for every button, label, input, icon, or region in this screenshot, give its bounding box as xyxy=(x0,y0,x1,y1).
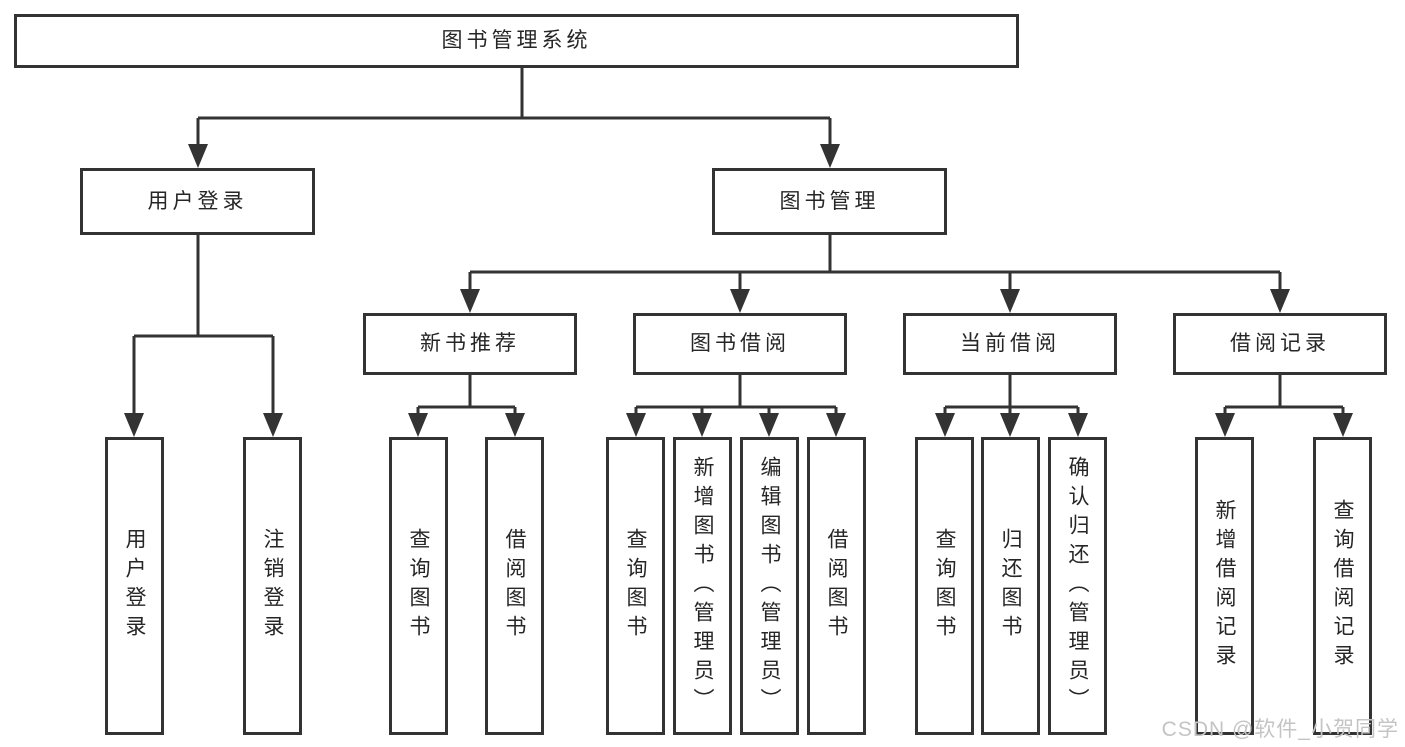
node-records-add-record: 新增借阅记录 xyxy=(1195,437,1254,735)
arrowhead xyxy=(826,413,846,437)
arrowhead xyxy=(935,413,955,437)
edges-book-management xyxy=(460,235,1290,313)
arrowhead xyxy=(626,413,646,437)
arrowhead xyxy=(692,413,712,437)
node-book-management: 图书管理 xyxy=(712,168,947,235)
node-borrow-borrow-books: 借阅图书 xyxy=(807,437,866,735)
edges-new-book xyxy=(408,375,525,437)
edges-root xyxy=(188,68,840,168)
arrowhead xyxy=(759,413,779,437)
edges-user-login xyxy=(124,235,283,437)
arrowhead xyxy=(1333,413,1353,437)
node-current-return-books: 归还图书 xyxy=(981,437,1040,735)
node-newbook-borrow-books: 借阅图书 xyxy=(485,437,544,735)
node-new-book-recommend: 新书推荐 xyxy=(363,313,577,375)
arrowhead xyxy=(188,144,208,168)
arrowhead xyxy=(505,413,525,437)
node-book-borrow: 图书借阅 xyxy=(633,313,847,375)
node-login-logout: 注销登录 xyxy=(243,437,302,735)
node-user-login: 用户登录 xyxy=(80,168,315,235)
node-current-borrow: 当前借阅 xyxy=(903,313,1117,375)
arrowhead xyxy=(460,289,480,313)
edges-book-borrow xyxy=(626,375,846,437)
node-root: 图书管理系统 xyxy=(14,14,1019,68)
node-login-user-login: 用户登录 xyxy=(105,437,164,735)
node-borrow-edit-books-admin: 编辑图书（管理员） xyxy=(740,437,799,735)
node-newbook-query-books: 查询图书 xyxy=(389,437,448,735)
arrowhead xyxy=(1000,413,1020,437)
node-current-query-books: 查询图书 xyxy=(915,437,974,735)
arrowhead xyxy=(124,413,144,437)
arrowhead xyxy=(263,413,283,437)
node-current-confirm-return-admin: 确认归还（管理员） xyxy=(1048,437,1107,735)
edges-borrow-records xyxy=(1215,375,1353,437)
node-borrow-query-books: 查询图书 xyxy=(606,437,665,735)
edges-current-borrow xyxy=(935,375,1088,437)
arrowhead xyxy=(820,144,840,168)
arrowhead xyxy=(1068,413,1088,437)
node-records-query-record: 查询借阅记录 xyxy=(1313,437,1372,735)
arrowhead xyxy=(1215,413,1235,437)
node-borrow-add-books-admin: 新增图书（管理员） xyxy=(673,437,732,735)
node-borrow-records: 借阅记录 xyxy=(1173,313,1387,375)
arrowhead xyxy=(730,289,750,313)
arrowhead xyxy=(1270,289,1290,313)
arrowhead xyxy=(408,413,428,437)
csdn-watermark: CSDN @软件_小贺同学 xyxy=(1161,718,1399,741)
arrowhead xyxy=(1000,289,1020,313)
